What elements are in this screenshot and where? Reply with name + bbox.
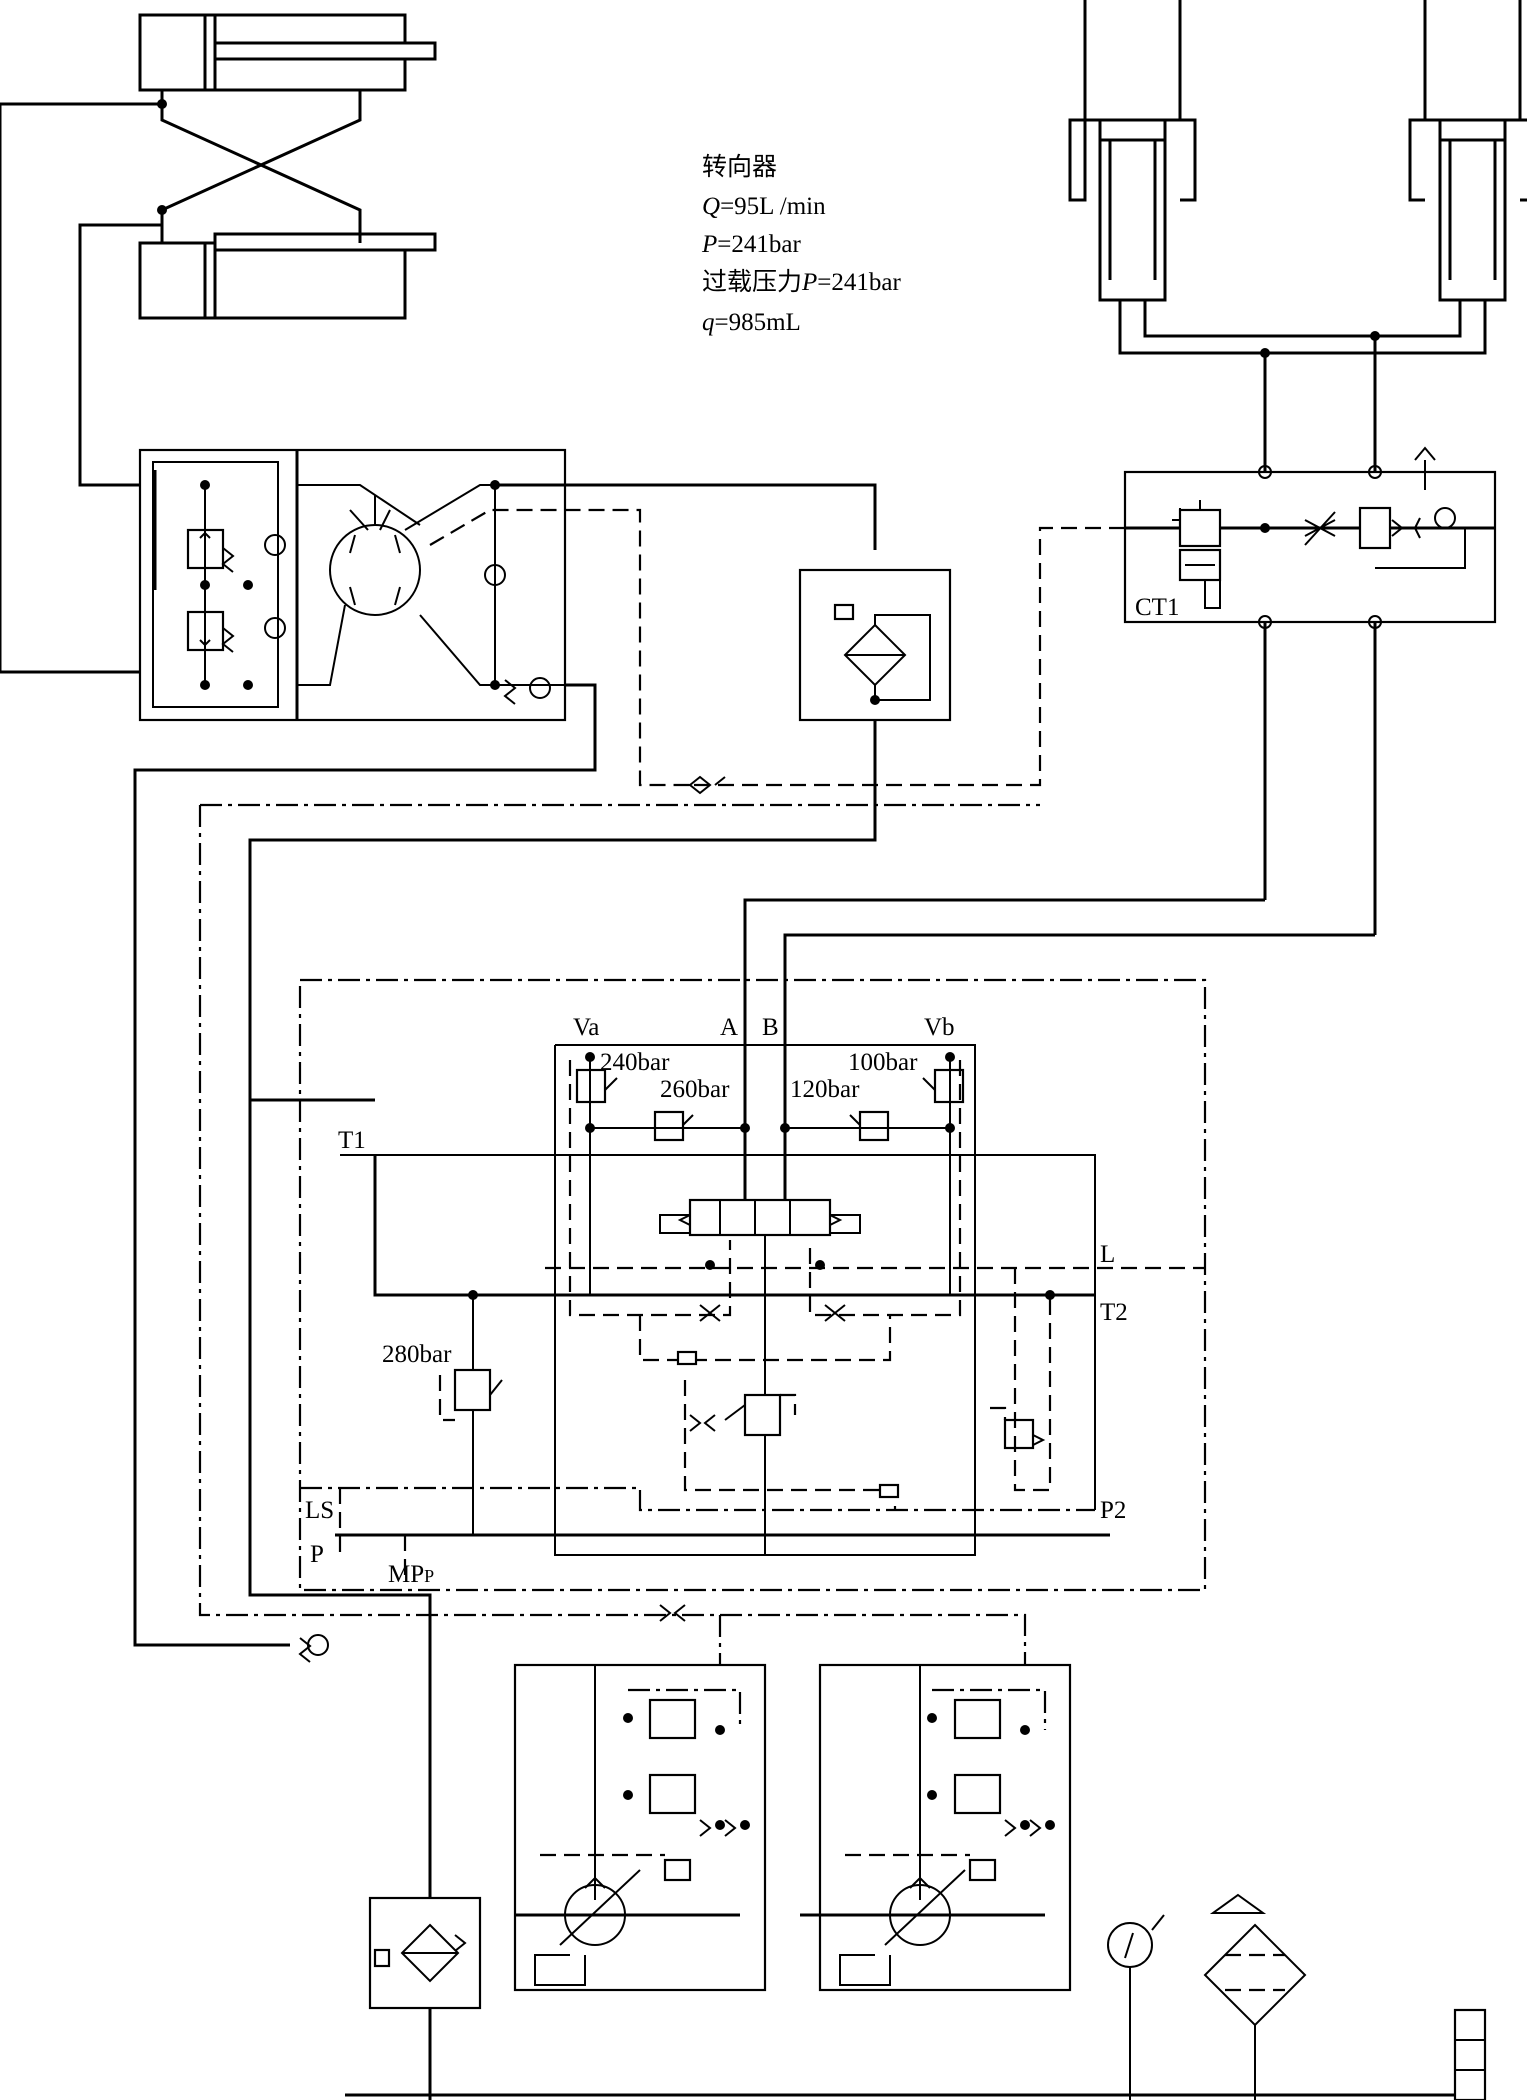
spec-flow-var: Q (702, 193, 720, 220)
steering-unit (138, 448, 690, 787)
lift-cylinder-piping (743, 320, 1487, 1115)
lift-cylinder-right (1408, 0, 1527, 320)
pump-supply-lines (198, 805, 1027, 2100)
spec-overload-var: P (801, 269, 817, 296)
port-mp-label: MP (388, 1561, 424, 1588)
steering-cylinder-top (138, 13, 437, 92)
tank-breather-filter (1203, 1893, 1307, 2100)
spec-overload-prefix: 过载压力 (702, 267, 802, 296)
relief-280-label: 280bar (382, 1341, 452, 1368)
steering-cylinder-bottom (138, 232, 437, 320)
pressure-gauge (1107, 1914, 1165, 2100)
main-valve-block: Va A B Vb 240bar 260bar 120bar 100bar (298, 978, 1207, 1592)
port-t1-label: T1 (338, 1127, 366, 1154)
ct1-pilot-line (690, 526, 1125, 787)
relief-100-label: 100bar (848, 1049, 918, 1076)
lift-cylinder-left (1068, 0, 1197, 320)
reservoir-level (1453, 2008, 1487, 2100)
port-p2-label: P2 (1100, 1497, 1126, 1524)
port-ls-label: LS (305, 1497, 334, 1524)
spec-disp-val: =985mL (715, 309, 801, 336)
steering-unit-specs: 转向器 Q=95L /min P=241bar 过载压力P=241bar q=9… (701, 152, 901, 336)
pilot-shuttle-check (688, 775, 726, 795)
spec-overload-val: =241bar (817, 269, 901, 296)
ct1-label: CT1 (1135, 594, 1179, 621)
spec-pressure-val: =241bar (717, 231, 801, 258)
port-b-label: B (762, 1014, 779, 1041)
suction-filter (368, 1896, 482, 2010)
svg-text:q=985mL: q=985mL (702, 309, 801, 336)
port-a-label: A (720, 1014, 738, 1041)
relief-240-label: 240bar (600, 1049, 670, 1076)
ct1-valve-block: CT1 (1123, 446, 1497, 629)
spec-pressure-var: P (701, 231, 717, 258)
cylinder-cross-piping (0, 90, 362, 674)
return-filter-upper (798, 568, 952, 722)
svg-text:P=241bar: P=241bar (701, 231, 801, 258)
port-va-label: Va (573, 1014, 599, 1041)
port-l-label: L (1100, 1241, 1115, 1268)
port-p-label: P (310, 1541, 324, 1568)
steering-unit-ports (133, 483, 1040, 1647)
svg-text:Q=95L /min: Q=95L /min (702, 193, 826, 220)
relief-120-label: 120bar (790, 1076, 860, 1103)
svg-text:过载压力P=241bar: 过载压力P=241bar (702, 267, 901, 296)
variable-pump-1 (513, 1663, 767, 1992)
spec-disp-var: q (702, 309, 715, 336)
port-t2-label: T2 (1100, 1299, 1128, 1326)
spec-flow-val: =95L /min (720, 193, 826, 220)
port-vb-label: Vb (924, 1014, 955, 1041)
port-mp-subscript: P (424, 1566, 434, 1586)
svg-text:MPP: MPP (388, 1561, 434, 1588)
variable-pump-2 (800, 1663, 1072, 1992)
relief-260-label: 260bar (660, 1076, 730, 1103)
spec-title: 转向器 (702, 152, 777, 181)
